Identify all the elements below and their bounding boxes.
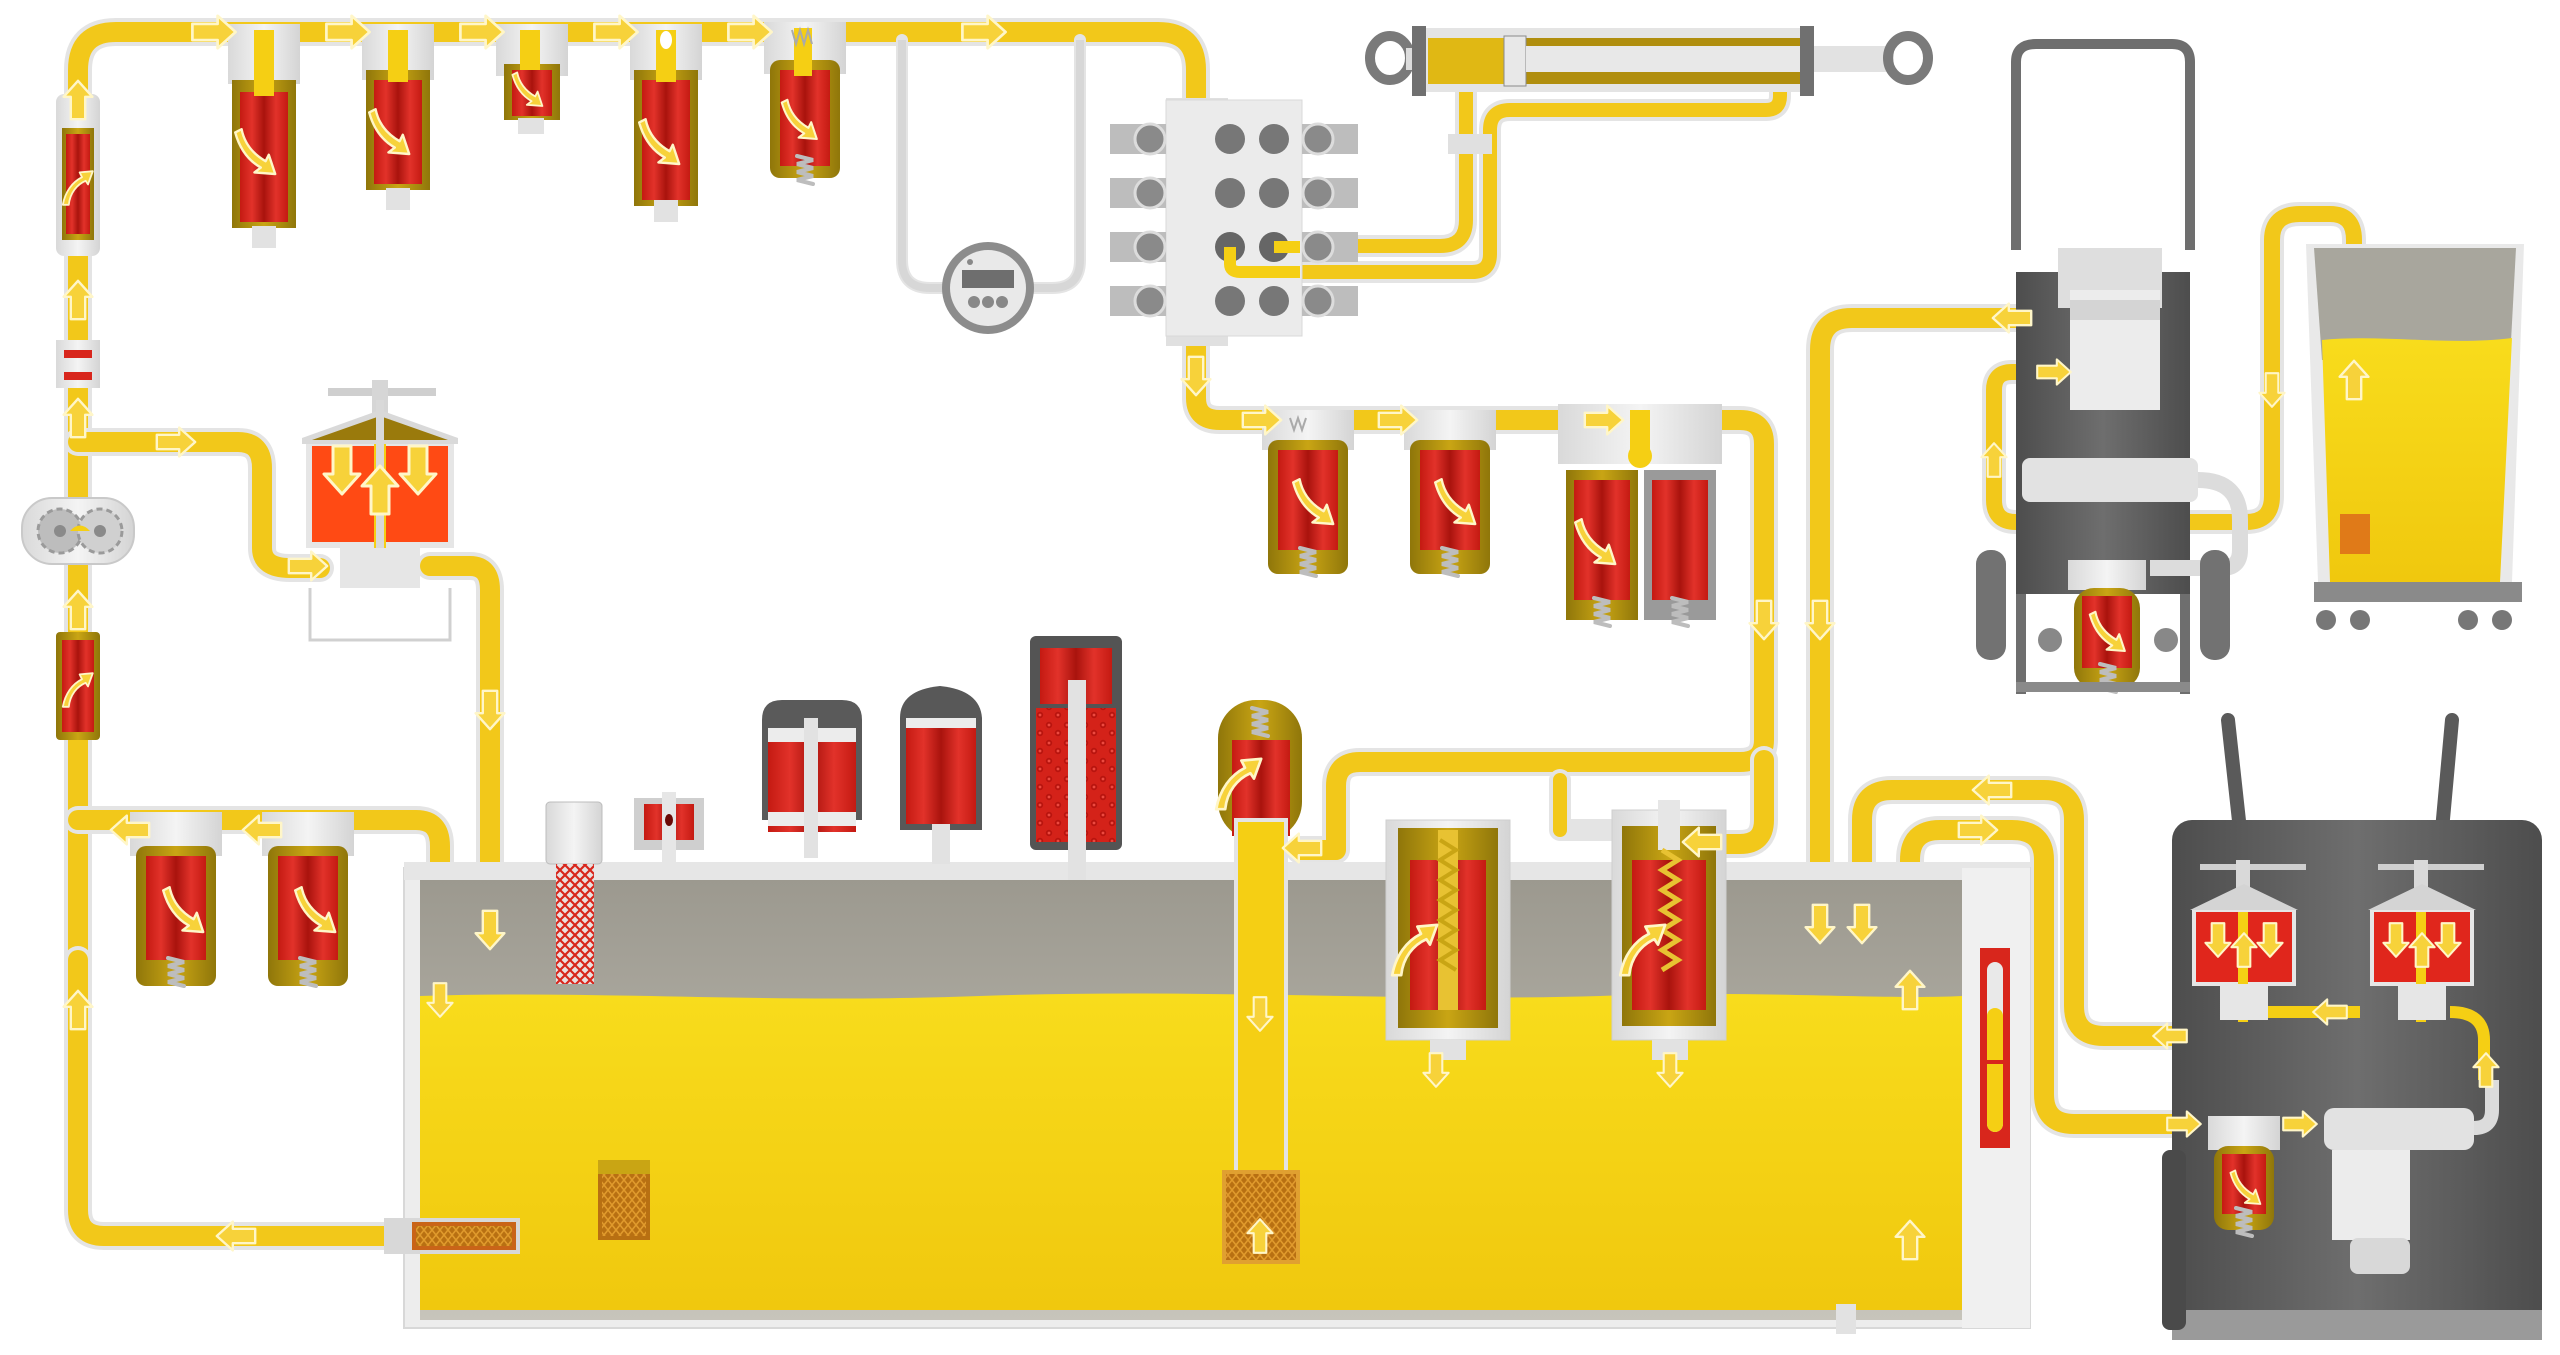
cart-filter-housing-1 bbox=[2190, 860, 2306, 1022]
suction-line bbox=[68, 950, 400, 1246]
meter-display bbox=[962, 270, 1014, 288]
cart-filter-housing-2 bbox=[2368, 860, 2484, 1022]
hydraulic-cylinder bbox=[1365, 26, 1933, 154]
cart-pump bbox=[2324, 1108, 2474, 1150]
duplex-filter bbox=[1558, 404, 1722, 628]
breather-medium bbox=[762, 700, 862, 858]
return-filter-right-2 bbox=[1404, 410, 1496, 578]
directional-valve-block bbox=[1110, 98, 1358, 346]
drum-caster-4 bbox=[2492, 610, 2512, 630]
tank-drain-plug bbox=[1836, 1304, 1856, 1334]
gear-pump bbox=[21, 497, 135, 565]
cylinder-rod bbox=[1814, 46, 1894, 72]
inline-filter-3 bbox=[496, 24, 568, 134]
meter-button-3 bbox=[996, 296, 1008, 308]
cart-handle-right bbox=[2435, 713, 2459, 837]
inline-filter-5-with-bypass bbox=[764, 22, 846, 186]
tank-oil-level bbox=[420, 993, 1962, 1310]
breather-large bbox=[900, 686, 982, 864]
inline-filter-2 bbox=[362, 24, 434, 210]
pressure-filter-vertical bbox=[56, 94, 100, 256]
in-tank-suction-filter bbox=[1214, 700, 1302, 1264]
valve-spools-right bbox=[1301, 122, 1358, 318]
cart-motor bbox=[2332, 1150, 2410, 1240]
drum-caster-1 bbox=[2316, 610, 2336, 630]
offline-filter-cart-drum bbox=[1976, 39, 2248, 694]
inline-filter-1 bbox=[228, 24, 300, 248]
tank-lid bbox=[404, 862, 2030, 880]
breather-small bbox=[634, 792, 704, 864]
drum-cart-return-line bbox=[1810, 308, 2030, 950]
return-filter-left-2 bbox=[262, 812, 354, 988]
cart-wheel bbox=[2162, 1150, 2186, 1330]
return-filter-right-1 bbox=[1262, 410, 1354, 578]
drum-suction-strainer bbox=[2340, 514, 2370, 554]
top-inline-filters bbox=[228, 22, 846, 248]
reservoir-tank bbox=[403, 862, 2031, 1334]
drum-caster-3 bbox=[2458, 610, 2478, 630]
inline-filter-4 bbox=[630, 24, 702, 222]
meter-button-1 bbox=[968, 296, 980, 308]
return-filters-right bbox=[1262, 404, 1722, 628]
return-filters-left bbox=[130, 812, 354, 988]
return-diffuser bbox=[598, 1160, 650, 1240]
drum-caster-2 bbox=[2350, 610, 2370, 630]
branch-line-left bbox=[68, 432, 330, 578]
valve-ports bbox=[1215, 124, 1289, 316]
cart-wheel-right bbox=[2200, 550, 2230, 660]
cart-handle bbox=[2011, 39, 2195, 250]
meter-button-2 bbox=[982, 296, 994, 308]
digital-flow-meter bbox=[942, 242, 1034, 334]
oil-drum bbox=[2306, 244, 2524, 630]
return-line-left bbox=[420, 556, 500, 1000]
cart-handle-left bbox=[2221, 713, 2247, 837]
offline-filter-cart-dual-housing bbox=[2162, 713, 2542, 1340]
return-manifold-line bbox=[1186, 330, 1774, 860]
cart-return-line bbox=[1900, 820, 2210, 1270]
return-filter-left-1 bbox=[130, 812, 222, 988]
check-valve bbox=[56, 340, 100, 388]
drum-cart-loop bbox=[1986, 206, 2362, 568]
valve-spools-left bbox=[1110, 122, 1167, 318]
cart-supply-line bbox=[1852, 780, 2200, 1046]
breather-row bbox=[545, 636, 1122, 984]
breather-strainer bbox=[545, 801, 603, 984]
cylinder-line-a bbox=[1249, 85, 1473, 253]
offline-filter-housing bbox=[302, 380, 458, 642]
piping-network bbox=[64, 18, 2366, 1274]
cart-wheel-left bbox=[1976, 550, 2006, 660]
tank-top-return-filter-2 bbox=[1611, 800, 1727, 1060]
cart-pump bbox=[2022, 458, 2198, 502]
suction-line-filter bbox=[56, 632, 100, 740]
cylinder-mount-eye-left bbox=[1365, 31, 1415, 85]
breather-desiccant bbox=[1030, 636, 1122, 880]
suction-strainer bbox=[384, 1218, 520, 1254]
sight-glass-level-indicator bbox=[1980, 948, 2010, 1148]
tank-top-return-filter-1 bbox=[1385, 819, 1511, 1060]
cylinder-mount-eye-right bbox=[1883, 31, 1933, 85]
